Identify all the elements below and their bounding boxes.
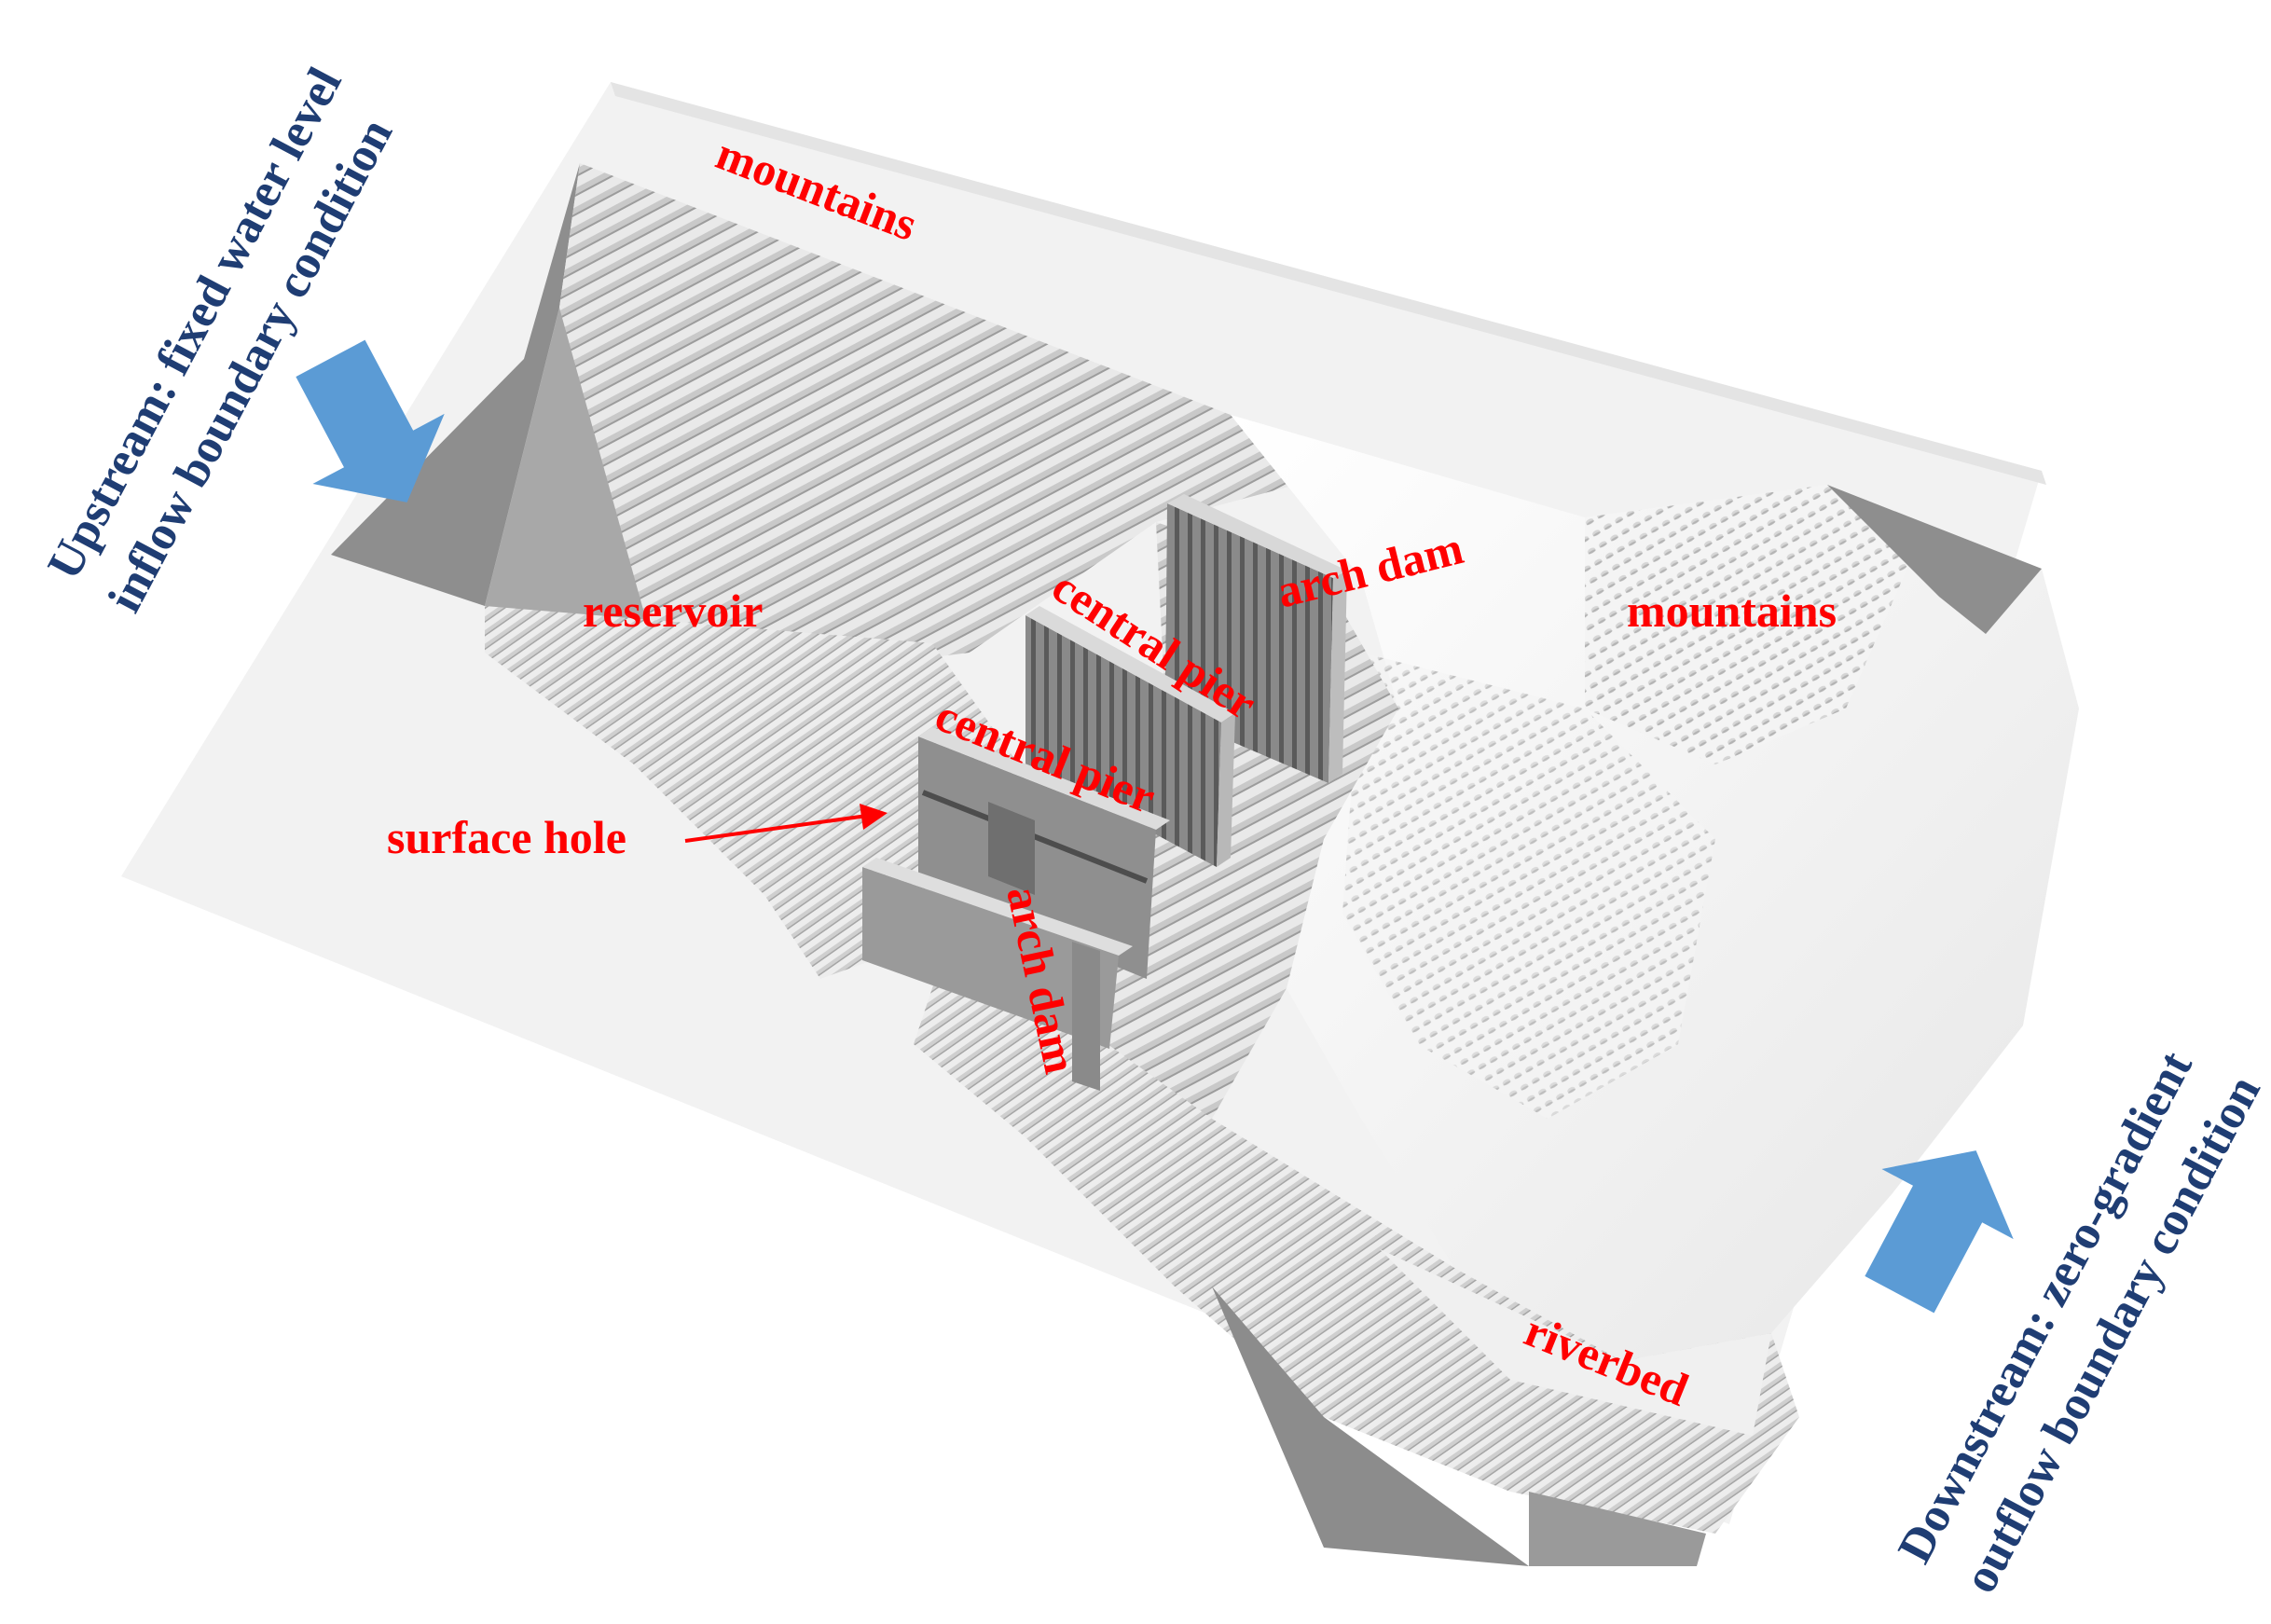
lower-cliff (1212, 1287, 1529, 1566)
surface-hole-pointer (684, 804, 888, 843)
structures (862, 494, 1347, 1091)
upper-mountain-body (559, 163, 1296, 671)
label-reservoir: reservoir (583, 585, 763, 637)
riverbed-area (1380, 1249, 1771, 1436)
label-mountains-right: mountains (1627, 585, 1837, 637)
upstream-flow-arrow (296, 339, 445, 502)
lower-central-pier (918, 736, 1156, 979)
downstream-boundary-note: Downstream: zero-gradient outflow bounda… (1888, 1042, 2271, 1602)
lower-arch-dam (862, 867, 1119, 1049)
downstream-flow-arrow (1865, 1150, 2014, 1314)
label-surface-hole: surface hole (387, 811, 626, 863)
upper-central-pier (1025, 615, 1221, 867)
